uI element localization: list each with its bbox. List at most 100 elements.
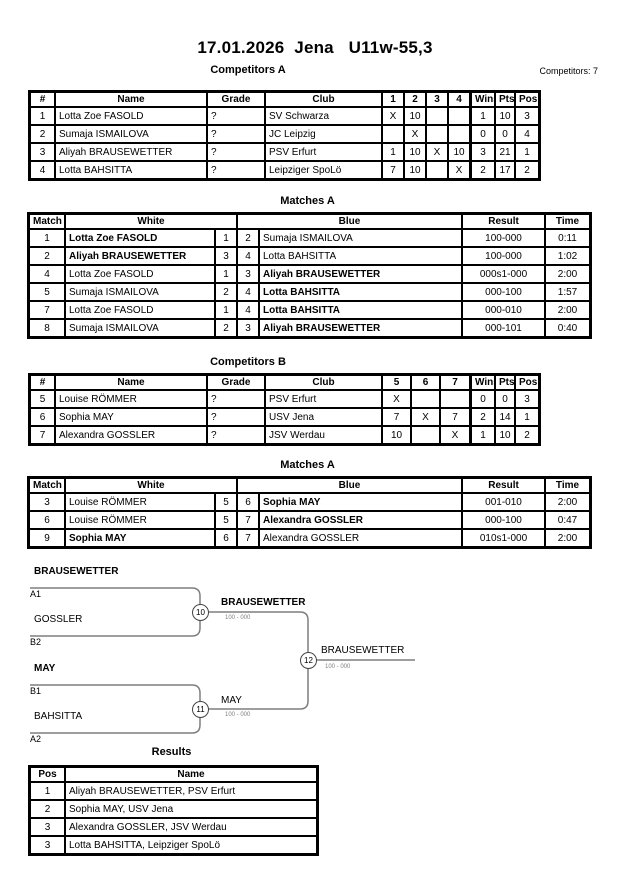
- bracket-semi2-top-name: MAY: [34, 663, 56, 674]
- cell-name: Aliyah BRAUSEWETTER: [55, 143, 207, 161]
- col-header: #: [30, 92, 55, 107]
- table-row: 1 Lotta Zoe FASOLD 1 2 Sumaja ISMAILOVA …: [29, 229, 591, 247]
- table-row: 1 Aliyah BRAUSEWETTER, PSV Erfurt: [30, 782, 317, 800]
- cell-blue-num: 2: [237, 229, 259, 247]
- competitors-count: Competitors: 7: [539, 66, 598, 76]
- cell-blue-num: 4: [237, 301, 259, 319]
- cell-time: 1:57: [545, 283, 591, 301]
- table-row: 5 Louise RÖMMER ? PSV Erfurt X 0 0 3: [30, 390, 539, 408]
- cell-grade: ?: [207, 426, 265, 444]
- cell-blue: Lotta BAHSITTA: [259, 247, 463, 265]
- bracket-semi2-top-seed: B1: [30, 686, 42, 696]
- bracket-match-number: 10: [192, 604, 209, 621]
- header-row: # Name Grade Club 5 6 7 Wins Pts Pos: [30, 375, 539, 390]
- col-header: Result: [462, 478, 546, 493]
- col-header: Match: [29, 214, 65, 229]
- bracket-semi1-bottom-seed: B2: [30, 637, 42, 647]
- matches-a-table: Match White Blue Result Time 1 Lotta Zoe…: [27, 212, 593, 339]
- cell-blue-num: 7: [237, 529, 259, 547]
- results-table: Pos Name 1 Aliyah BRAUSEWETTER, PSV Erfu…: [28, 765, 319, 856]
- cell-blue-num: 3: [237, 265, 259, 283]
- cell-white: Louise RÖMMER: [65, 493, 215, 511]
- table-row: 1 Lotta Zoe FASOLD ? SV Schwarza X 10 1 …: [30, 107, 539, 125]
- cell-name: Alexandra GOSSLER: [55, 426, 207, 444]
- cell-score: [448, 107, 470, 125]
- cell-score: X: [411, 408, 440, 426]
- col-header: Club: [265, 92, 382, 107]
- cell-num: 3: [30, 143, 55, 161]
- cell-pos: 1: [30, 782, 65, 800]
- cell-pos: 1: [515, 143, 539, 161]
- cell-blue-num: 7: [237, 511, 259, 529]
- cell-blue-num: 4: [237, 247, 259, 265]
- cell-score: 10: [448, 143, 470, 161]
- cell-match: 8: [29, 319, 65, 337]
- cell-pos: 1: [515, 408, 539, 426]
- cell-score: X: [382, 107, 404, 125]
- cell-score: [440, 390, 470, 408]
- header-row: Match White Blue Result Time: [29, 214, 591, 229]
- col-header: Pos: [515, 375, 539, 390]
- cell-grade: ?: [207, 143, 265, 161]
- table-row: 3 Alexandra GOSSLER, JSV Werdau: [30, 818, 317, 836]
- cell-score: X: [404, 125, 426, 143]
- cell-grade: ?: [207, 408, 265, 426]
- cell-white: Aliyah BRAUSEWETTER: [65, 247, 215, 265]
- cell-club: PSV Erfurt: [265, 143, 382, 161]
- cell-club: Leipziger SpoLö: [265, 161, 382, 179]
- cell-match: 1: [29, 229, 65, 247]
- cell-grade: ?: [207, 125, 265, 143]
- table-row: 5 Sumaja ISMAILOVA 2 4 Lotta BAHSITTA 00…: [29, 283, 591, 301]
- bracket-semi1-top-seed: A1: [30, 589, 42, 599]
- cell-blue: Lotta BAHSITTA: [259, 283, 463, 301]
- cell-name: Lotta Zoe FASOLD: [55, 107, 207, 125]
- cell-pos: 3: [515, 390, 539, 408]
- cell-blue-num: 3: [237, 319, 259, 337]
- cell-blue: Alexandra GOSSLER: [259, 511, 463, 529]
- bracket-match-number: 12: [300, 652, 317, 669]
- bracket-match-number: 11: [192, 701, 209, 718]
- cell-result: 000-100: [462, 511, 546, 529]
- table-row: 9 Sophia MAY 6 7 Alexandra GOSSLER 010s1…: [29, 529, 591, 547]
- cell-score: [448, 125, 470, 143]
- section-title-matches-a: Matches A: [280, 195, 335, 207]
- cell-score: 7: [382, 408, 411, 426]
- cell-white: Lotta Zoe FASOLD: [65, 301, 215, 319]
- cell-num: 7: [30, 426, 55, 444]
- cell-pos: 2: [515, 426, 539, 444]
- cell-score: X: [448, 161, 470, 179]
- table-row: 2 Aliyah BRAUSEWETTER 3 4 Lotta BAHSITTA…: [29, 247, 591, 265]
- cell-match: 6: [29, 511, 65, 529]
- cell-wins: 2: [470, 161, 495, 179]
- col-header: Pts: [495, 375, 515, 390]
- bracket-semi2-winner: MAY: [221, 695, 242, 706]
- cell-club: USV Jena: [265, 408, 382, 426]
- col-header: Grade: [207, 92, 265, 107]
- cell-white: Lotta Zoe FASOLD: [65, 229, 215, 247]
- cell-name: Louise RÖMMER: [55, 390, 207, 408]
- cell-pos: 3: [515, 107, 539, 125]
- cell-club: PSV Erfurt: [265, 390, 382, 408]
- cell-name: Aliyah BRAUSEWETTER, PSV Erfurt: [65, 782, 317, 800]
- cell-name: Alexandra GOSSLER, JSV Werdau: [65, 818, 317, 836]
- col-header: 3: [426, 92, 448, 107]
- cell-blue: Aliyah BRAUSEWETTER: [259, 265, 463, 283]
- cell-score: X: [426, 143, 448, 161]
- cell-pts: 10: [495, 426, 515, 444]
- cell-score: [426, 107, 448, 125]
- col-header: 1: [382, 92, 404, 107]
- bracket-semi1-bottom-name: GOSSLER: [34, 614, 83, 625]
- col-header: Pos: [30, 767, 65, 782]
- cell-white-num: 2: [215, 319, 237, 337]
- col-header: Wins: [470, 92, 495, 107]
- cell-white-num: 6: [215, 529, 237, 547]
- col-header: 6: [411, 375, 440, 390]
- col-header: White: [65, 214, 237, 229]
- cell-wins: 2: [470, 408, 495, 426]
- cell-white-num: 5: [215, 511, 237, 529]
- table-row: 3 Aliyah BRAUSEWETTER ? PSV Erfurt 1 10 …: [30, 143, 539, 161]
- cell-name: Lotta BAHSITTA: [55, 161, 207, 179]
- competitors-a-table: # Name Grade Club 1 2 3 4 Wins Pts Pos 1…: [28, 90, 541, 181]
- bracket-semi2-bottom-name: BAHSITTA: [34, 711, 83, 722]
